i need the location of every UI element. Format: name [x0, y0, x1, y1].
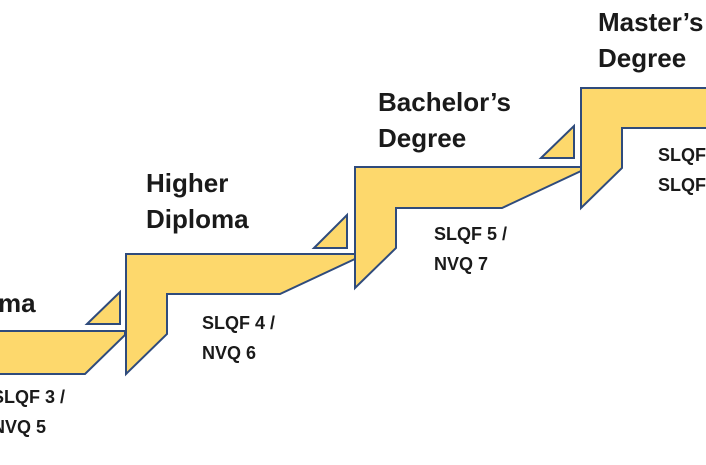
step-masters-shape — [580, 87, 706, 211]
step-diploma-shape — [0, 330, 126, 375]
step-higher-diploma-wedge — [311, 212, 348, 249]
step-title-diploma: ma — [0, 288, 36, 318]
step-level-higher-diploma: SLQF 4 / NVQ 6 — [202, 313, 276, 363]
step-title-masters: Master’s Degree — [598, 7, 704, 73]
step-title-bachelors: Bachelor’s Degree — [378, 87, 511, 153]
step-bachelors-wedge — [538, 123, 575, 159]
step-diploma-wedge — [84, 289, 121, 325]
step-level-masters: SLQF SLQF — [658, 145, 706, 195]
step-level-diploma: SLQF 3 / NVQ 5 — [0, 387, 66, 437]
step-level-bachelors: SLQF 5 / NVQ 7 — [434, 224, 508, 274]
step-title-higher-diploma: Higher Diploma — [146, 168, 249, 234]
